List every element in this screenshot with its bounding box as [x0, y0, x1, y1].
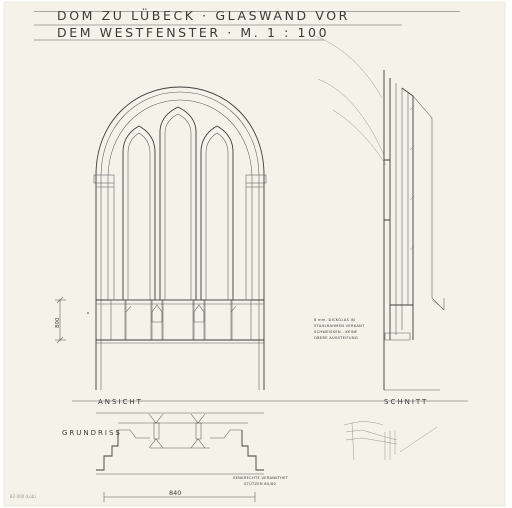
svg-text:SENKRECHTE VERANKTHET: SENKRECHTE VERANKTHET — [233, 476, 289, 480]
plan-label: GRUNDRISS — [62, 429, 122, 437]
svg-text:SCHWEISSEN - KEINE: SCHWEISSEN - KEINE — [314, 330, 358, 334]
plan-view: GRUNDRISS 840 SENKRECHTE VERANKTHET STÜT… — [62, 412, 289, 502]
height-dimension-label: 800 — [55, 317, 61, 328]
title-block: DOM ZU LÜBECK · GLASWAND VOR DEM WESTFEN… — [34, 7, 460, 41]
svg-text:8 mm. DICKGLAS IN: 8 mm. DICKGLAS IN — [314, 318, 355, 322]
elevation-label: ANSICHT — [98, 398, 143, 406]
width-dimension-label: 840 — [169, 489, 181, 497]
width-dimension: 840 — [103, 489, 256, 502]
title-line-2: DEM WESTFENSTER · M. 1 : 100 — [57, 25, 329, 40]
archive-stamp: 82-000 (Lüb) — [10, 494, 36, 499]
drawing-paper — [3, 1, 506, 507]
section-view: SCHNITT 8 mm. DICKGLAS IN STAHLRAHMEN VE… — [310, 34, 468, 406]
perspective-sketch — [343, 421, 438, 461]
elevation-view: 800 ANSICHT — [55, 86, 310, 406]
supports-note: SENKRECHTE VERANKTHET STÜTZEN 80/80 — [233, 476, 289, 486]
title-line-1: DOM ZU LÜBECK · GLASWAND VOR — [57, 7, 350, 23]
height-dimension: 800 — [55, 296, 66, 344]
svg-text:STÜTZEN 80/80: STÜTZEN 80/80 — [244, 481, 277, 486]
glass-note: 8 mm. DICKGLAS IN STAHLRAHMEN VERKANT SC… — [314, 318, 365, 340]
svg-text:OBERE AUSSTEIFUNG: OBERE AUSSTEIFUNG — [314, 336, 358, 340]
section-label: SCHNITT — [384, 398, 428, 406]
svg-text:STAHLRAHMEN VERKANT: STAHLRAHMEN VERKANT — [314, 324, 365, 328]
